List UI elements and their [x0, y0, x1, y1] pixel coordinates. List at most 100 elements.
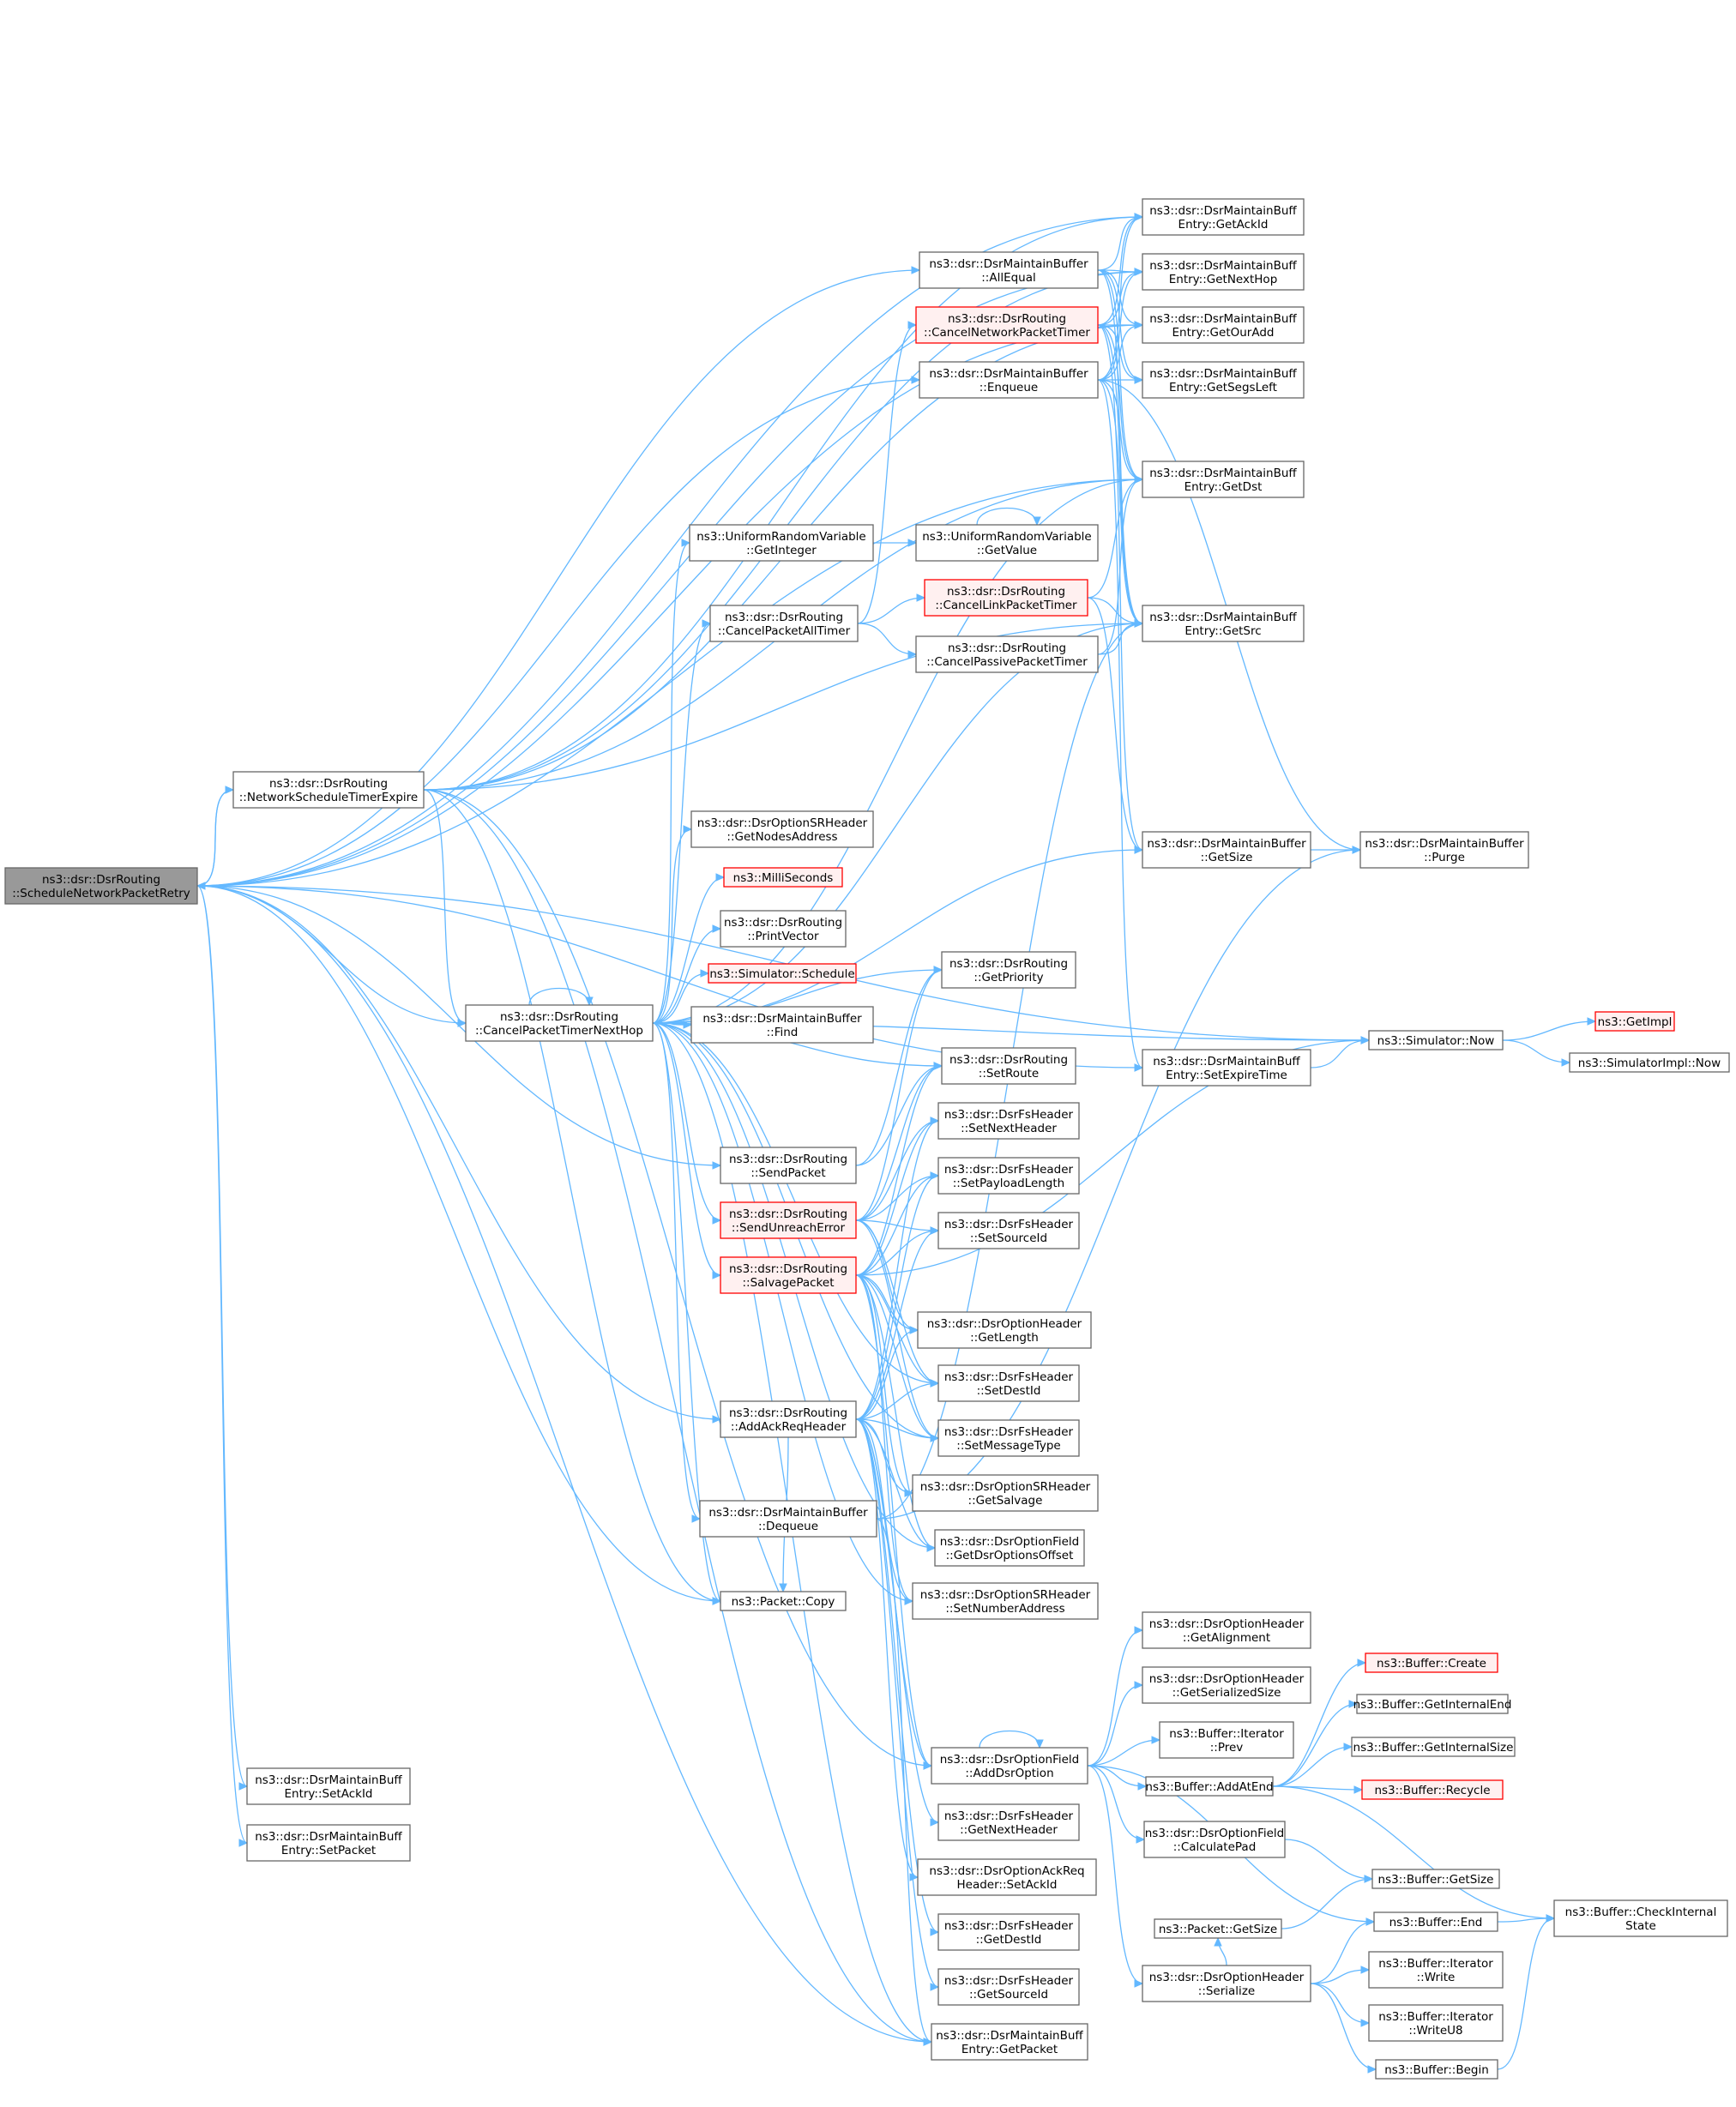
node-getSegsLeft[interactable]: ns3::dsr::DsrMaintainBuffEntry::GetSegsL…: [1142, 361, 1305, 399]
node-clpt[interactable]: ns3::dsr::DsrRouting::CancelLinkPacketTi…: [924, 579, 1088, 617]
edge-cptnh-to-urvGetInteger: [652, 539, 691, 1024]
node-simImplNow[interactable]: ns3::SimulatorImpl::Now: [1569, 1052, 1730, 1073]
node-setRoute[interactable]: ns3::dsr::DsrRouting::SetRoute: [941, 1047, 1076, 1085]
node-snpr[interactable]: ns3::dsr::DsrRouting::ScheduleNetworkPac…: [4, 867, 198, 905]
node-label-line: ns3::dsr::DsrRouting: [725, 611, 843, 624]
edge-line: [1087, 1629, 1143, 1767]
node-simNow[interactable]: ns3::Simulator::Now: [1368, 1030, 1504, 1050]
node-getInternalSize[interactable]: ns3::Buffer::GetInternalSize: [1351, 1737, 1516, 1757]
node-urvGetValue[interactable]: ns3::UniformRandomVariable::GetValue: [915, 524, 1099, 562]
node-printVector[interactable]: ns3::dsr::DsrRouting::PrintVector: [720, 910, 847, 948]
node-simSchedule[interactable]: ns3::Simulator::Schedule: [708, 963, 857, 984]
node-box: [689, 524, 874, 562]
node-label-line: ::AllEqual: [981, 271, 1036, 285]
node-setNumberAddress[interactable]: ns3::dsr::DsrOptionSRHeader::SetNumberAd…: [912, 1582, 1099, 1620]
node-getInternalEnd[interactable]: ns3::Buffer::GetInternalEnd: [1353, 1694, 1512, 1714]
node-bufferBegin[interactable]: ns3::Buffer::Begin: [1375, 2059, 1498, 2080]
node-getSourceId[interactable]: ns3::dsr::DsrFsHeader::GetSourceId: [937, 1968, 1080, 2006]
node-cpat[interactable]: ns3::dsr::DsrRouting::CancelPacketAllTim…: [709, 605, 859, 642]
node-bufGetSize[interactable]: ns3::dsr::DsrMaintainBuffer::GetSize: [1142, 831, 1311, 869]
edge-addDsrOption-to-iterPrev: [1087, 1736, 1161, 1767]
node-iterWriteU8[interactable]: ns3::Buffer::Iterator::WriteU8: [1368, 2004, 1504, 2042]
node-box: [931, 1747, 1088, 1785]
edge-nste-to-getAckId: [423, 213, 1144, 791]
node-purge[interactable]: ns3::dsr::DsrMaintainBuffer::Purge: [1359, 831, 1529, 869]
node-salvagePacket[interactable]: ns3::dsr::DsrRouting::SalvagePacket: [720, 1256, 857, 1294]
node-getNodesAddress[interactable]: ns3::dsr::DsrOptionSRHeader::GetNodesAdd…: [690, 810, 874, 848]
node-cppt[interactable]: ns3::dsr::DsrRouting::CancelPassivePacke…: [915, 635, 1099, 673]
node-optGetLength[interactable]: ns3::dsr::DsrOptionHeader::GetLength: [917, 1311, 1092, 1349]
node-setNextHeader[interactable]: ns3::dsr::DsrFsHeader::SetNextHeader: [937, 1102, 1080, 1140]
node-label-line: ::NetworkScheduleTimerExpire: [239, 791, 419, 804]
node-label-line: ns3::dsr::DsrRouting: [724, 916, 842, 930]
node-cnpt[interactable]: ns3::dsr::DsrRouting::CancelNetworkPacke…: [915, 306, 1099, 344]
edge-line: [855, 1230, 939, 1276]
node-label-line: ::CancelPacketTimerNextHop: [475, 1024, 643, 1038]
node-iterPrev[interactable]: ns3::Buffer::Iterator::Prev: [1159, 1721, 1294, 1759]
node-addAckReqHeader[interactable]: ns3::dsr::DsrRouting::AddAckReqHeader: [720, 1400, 857, 1438]
node-addAtEnd[interactable]: ns3::Buffer::AddAtEnd: [1145, 1776, 1274, 1797]
node-label-line: ns3::dsr::DsrRouting: [729, 1406, 847, 1420]
node-addDsrOption[interactable]: ns3::dsr::DsrOptionField::AddDsrOption: [931, 1747, 1088, 1785]
node-bufferRecycle[interactable]: ns3::Buffer::Recycle: [1361, 1779, 1504, 1800]
node-bufferEnd[interactable]: ns3::Buffer::End: [1373, 1911, 1498, 1932]
node-calculatePad[interactable]: ns3::dsr::DsrOptionField::CalculatePad: [1143, 1821, 1286, 1858]
node-getSerializedSize[interactable]: ns3::dsr::DsrOptionHeader::GetSerialized…: [1142, 1666, 1311, 1704]
node-allEqual[interactable]: ns3::dsr::DsrMaintainBuffer::AllEqual: [919, 251, 1099, 289]
node-urvGetInteger[interactable]: ns3::UniformRandomVariable::GetInteger: [689, 524, 874, 562]
node-setDestId[interactable]: ns3::dsr::DsrFsHeader::SetDestId: [937, 1364, 1080, 1402]
node-label-line: ::SalvagePacket: [743, 1276, 835, 1290]
edge-line: [1097, 324, 1143, 624]
node-getPriority[interactable]: ns3::dsr::DsrRouting::GetPriority: [941, 951, 1076, 989]
node-iterWrite[interactable]: ns3::Buffer::Iterator::Write: [1368, 1951, 1504, 1989]
arrowhead-icon: [904, 1597, 914, 1605]
node-setMessageType[interactable]: ns3::dsr::DsrFsHeader::SetMessageType: [937, 1419, 1080, 1457]
arrowhead-icon: [702, 619, 712, 628]
node-setExpireTime[interactable]: ns3::dsr::DsrMaintainBuffEntry::SetExpir…: [1142, 1049, 1311, 1087]
node-cptnh[interactable]: ns3::dsr::DsrRouting::CancelPacketTimerN…: [465, 1004, 654, 1042]
node-find[interactable]: ns3::dsr::DsrMaintainBuffer::Find: [690, 1006, 874, 1044]
node-enqueue[interactable]: ns3::dsr::DsrMaintainBuffer::Enqueue: [919, 361, 1099, 399]
edge-line: [855, 1274, 932, 1767]
node-box: [1142, 605, 1305, 642]
arrowhead-icon: [1587, 1017, 1597, 1026]
node-nste[interactable]: ns3::dsr::DsrRouting::NetworkScheduleTim…: [232, 771, 425, 809]
node-getAlignment[interactable]: ns3::dsr::DsrOptionHeader::GetAlignment: [1142, 1611, 1311, 1649]
node-sendPacket[interactable]: ns3::dsr::DsrRouting::SendPacket: [720, 1147, 857, 1184]
node-packetGetSize[interactable]: ns3::Packet::GetSize: [1154, 1918, 1282, 1939]
node-packetCopy[interactable]: ns3::Packet::Copy: [720, 1591, 847, 1611]
edge-line: [1310, 1039, 1370, 1069]
node-getPacketEntry[interactable]: ns3::dsr::DsrMaintainBuffEntry::GetPacke…: [931, 2023, 1088, 2061]
node-label-line: ns3::Packet::Copy: [732, 1595, 835, 1609]
node-getDsrOptionsOffset[interactable]: ns3::dsr::DsrOptionField::GetDsrOptionsO…: [934, 1529, 1085, 1567]
node-label-line: ns3::dsr::DsrOptionField: [940, 1535, 1079, 1549]
node-getNextHop[interactable]: ns3::dsr::DsrMaintainBuffEntry::GetNextH…: [1142, 253, 1305, 291]
node-getDestId[interactable]: ns3::dsr::DsrFsHeader::GetDestId: [937, 1913, 1080, 1951]
node-getSalvage[interactable]: ns3::dsr::DsrOptionSRHeader::GetSalvage: [912, 1474, 1099, 1512]
node-label-line: ns3::dsr::DsrOptionHeader: [1149, 1672, 1305, 1686]
node-ackReqSetAckId[interactable]: ns3::dsr::DsrOptionAckReqHeader::SetAckI…: [917, 1858, 1097, 1896]
node-box: [1594, 1011, 1675, 1032]
node-milliSeconds[interactable]: ns3::MilliSeconds: [723, 867, 843, 888]
edge-cptnh-to-printVector: [652, 924, 722, 1024]
node-bufferGetSize[interactable]: ns3::Buffer::GetSize: [1371, 1869, 1500, 1889]
node-label-line: Entry::GetSrc: [1184, 624, 1261, 638]
node-getOurAdd[interactable]: ns3::dsr::DsrMaintainBuffEntry::GetOurAd…: [1142, 306, 1305, 344]
edge-line: [196, 379, 920, 887]
node-getImpl[interactable]: ns3::GetImpl: [1594, 1011, 1675, 1032]
node-setPayloadLength[interactable]: ns3::dsr::DsrFsHeader::SetPayloadLength: [937, 1157, 1080, 1195]
node-getNextHeader[interactable]: ns3::dsr::DsrFsHeader::GetNextHeader: [937, 1803, 1080, 1841]
node-setSourceId[interactable]: ns3::dsr::DsrFsHeader::SetSourceId: [937, 1212, 1080, 1249]
node-sendUnreachError[interactable]: ns3::dsr::DsrRouting::SendUnreachError: [720, 1201, 857, 1239]
node-dequeue[interactable]: ns3::dsr::DsrMaintainBuffer::Dequeue: [699, 1500, 877, 1538]
arrowhead-icon: [923, 1761, 933, 1770]
edge-line: [652, 972, 709, 1024]
node-setPacketEntry[interactable]: ns3::dsr::DsrMaintainBuffEntry::SetPacke…: [246, 1824, 411, 1862]
node-bufferCreate[interactable]: ns3::Buffer::Create: [1365, 1652, 1498, 1673]
node-serialize[interactable]: ns3::dsr::DsrOptionHeader::Serialize: [1142, 1965, 1311, 2002]
